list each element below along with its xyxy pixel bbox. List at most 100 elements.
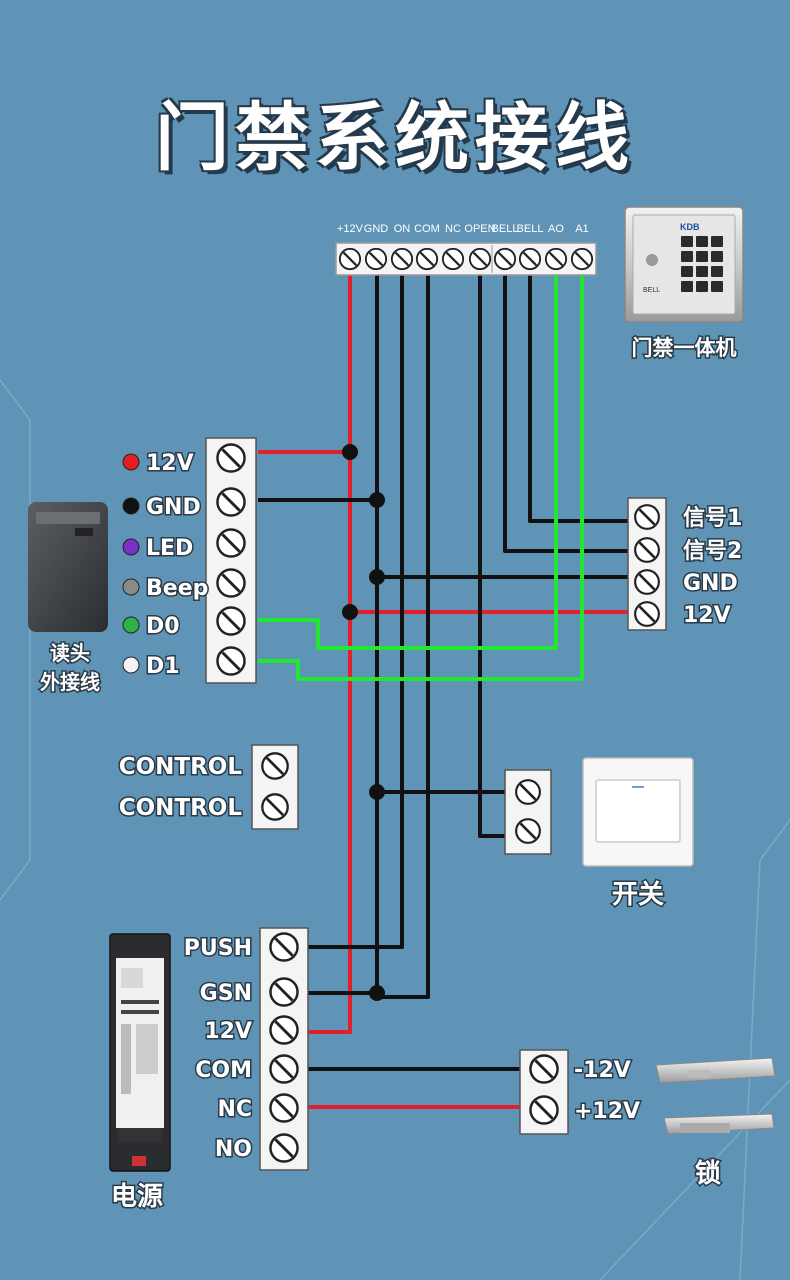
terminal-screw <box>570 247 594 271</box>
wire-green-d1-a1 <box>258 270 584 681</box>
power-pin-label: GSN <box>200 981 252 1006</box>
wires <box>258 270 636 1109</box>
terminal-screw <box>215 486 247 518</box>
terminal-screw <box>528 1053 560 1085</box>
switch-terminal-block <box>504 769 552 855</box>
terminal-screw <box>268 976 300 1008</box>
top-terminal-label: NC <box>445 223 461 235</box>
terminal-screw <box>633 600 661 628</box>
terminal-screw <box>390 247 414 271</box>
power-supply-label: 电源 <box>111 1182 163 1212</box>
terminal-screw <box>215 567 247 599</box>
power-pin-label: COM <box>195 1058 252 1083</box>
wire-black-bell-signal1 <box>528 270 636 523</box>
top-terminal-label: BELL <box>492 223 519 235</box>
signal-label: GND <box>683 571 738 596</box>
signal-label: 信号2 <box>683 538 742 564</box>
reader-pin-dot <box>122 538 140 556</box>
reader-pin-label: Beep <box>146 576 208 601</box>
wire-black-bell-signal2 <box>503 270 636 553</box>
terminal-screw <box>268 931 300 963</box>
reader-pin-label: 12V <box>146 451 194 476</box>
terminal-screw <box>268 1014 300 1046</box>
terminal-screw <box>215 527 247 559</box>
wire-green-d0-ao <box>258 270 558 650</box>
control-label: CONTROL <box>119 795 243 821</box>
background-decoration <box>0 379 790 1280</box>
top-terminal-label: A1 <box>575 223 588 235</box>
lock-terminal-block: -12V +12V <box>519 1049 642 1135</box>
terminal-screw <box>268 1132 300 1164</box>
terminal-screw <box>260 751 290 781</box>
page-title: 门禁系统接线 <box>155 95 635 181</box>
signal-label: 12V <box>683 603 731 628</box>
wire-black-on-push <box>308 270 404 949</box>
top-terminal-label: +12V <box>337 223 364 235</box>
power-pin-label: NC <box>217 1097 252 1122</box>
terminal-screw <box>468 247 492 271</box>
top-terminal-label: GND <box>364 223 389 235</box>
terminal-screw <box>215 645 247 677</box>
terminal-screw <box>338 247 362 271</box>
wall-switch-device: 开关 <box>582 757 694 912</box>
reader-pin-label: D0 <box>146 614 180 639</box>
lock-label: 锁 <box>695 1158 721 1189</box>
terminal-screw <box>633 536 661 564</box>
reader-pin-dot <box>122 656 140 674</box>
terminal-screw <box>260 792 290 822</box>
power-supply-device: 电源 <box>109 933 171 1214</box>
keypad <box>681 236 723 292</box>
access-controller-label: 门禁一体机 <box>632 336 737 360</box>
terminal-screw <box>364 247 388 271</box>
terminal-screw <box>268 1053 300 1085</box>
power-pin-label: 12V <box>204 1019 252 1044</box>
power-pin-label: PUSH <box>184 936 252 961</box>
lock-label: -12V <box>574 1058 631 1083</box>
reader-pin-dot <box>122 497 140 515</box>
reader-pin-label: LED <box>146 536 193 561</box>
wire-black-open-switch <box>478 270 513 838</box>
reader-pin-dot <box>122 616 140 634</box>
electric-lock-device: 锁 <box>655 1057 776 1191</box>
terminal-screw <box>518 247 542 271</box>
access-controller-device: KDB BELL 门禁一体机 <box>624 206 744 362</box>
terminal-screw <box>544 247 568 271</box>
signal-label: 信号1 <box>683 505 742 531</box>
reader-pin-dot <box>122 578 140 596</box>
terminal-screw <box>493 247 517 271</box>
controller-brand: KDB <box>680 222 700 232</box>
terminal-screw <box>215 442 247 474</box>
power-terminal-block: PUSH GSN 12V COM NC NO <box>182 927 309 1171</box>
terminal-screw <box>441 247 465 271</box>
switch-label: 开关 <box>612 880 664 910</box>
junction-dots <box>342 444 385 1001</box>
terminal-screw <box>268 1092 300 1124</box>
card-reader-device: 读头 外接线 <box>28 502 108 696</box>
control-label: CONTROL <box>119 754 243 780</box>
reader-label-line1: 读头 <box>50 641 90 665</box>
controller-bell-text: BELL <box>643 287 660 294</box>
terminal-screw <box>633 503 661 531</box>
terminal-screw <box>415 247 439 271</box>
terminal-screw <box>633 568 661 596</box>
reader-pin-label: GND <box>146 495 201 520</box>
terminal-screw <box>215 605 247 637</box>
wire-black-com-gsn <box>377 270 430 999</box>
terminal-screw <box>528 1094 560 1126</box>
wire-red-12v-main <box>308 270 352 1034</box>
top-terminal-label: ON <box>394 223 411 235</box>
power-pin-label: NO <box>215 1137 252 1162</box>
reader-pin-dot <box>122 453 140 471</box>
top-terminal-label: BELL <box>517 223 544 235</box>
top-terminal-label: COM <box>414 223 440 235</box>
top-terminal-label: AO <box>548 223 564 235</box>
reader-pin-label: D1 <box>146 654 180 679</box>
lock-label: +12V <box>574 1099 640 1124</box>
top-terminal-label: OPEN <box>464 223 495 235</box>
reader-label-line2: 外接线 <box>40 670 100 694</box>
control-terminal-block: CONTROL CONTROL <box>117 744 299 830</box>
